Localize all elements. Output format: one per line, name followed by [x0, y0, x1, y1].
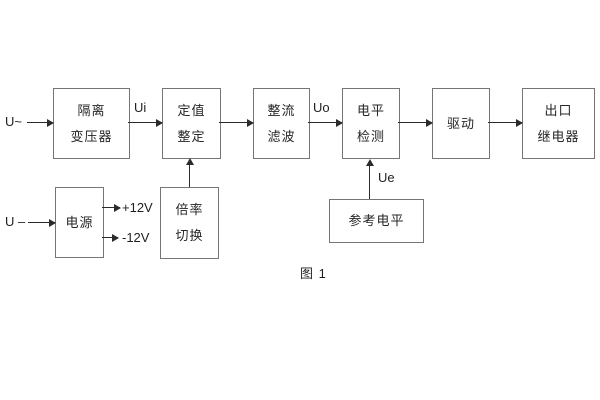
- block-label: 倍率: [175, 202, 204, 217]
- block-drive: 驱动: [432, 88, 490, 159]
- block-label: 变压器: [70, 128, 113, 144]
- block-label: 滤波: [267, 128, 296, 144]
- block-label: 整流: [267, 102, 296, 118]
- arrow-ratio-to-setting: [185, 158, 194, 187]
- signal-u-dc-label: U –: [5, 214, 26, 229]
- block-isolation-transformer: 隔离 变压器: [53, 88, 130, 159]
- signal-u-ac-label: U~: [5, 114, 22, 129]
- arrow-drive-to-relay: [488, 118, 523, 127]
- block-label: 定值: [177, 102, 206, 118]
- block-label: 驱动: [446, 115, 475, 131]
- block-label: 切换: [175, 228, 204, 243]
- block-label: 检测: [356, 128, 385, 144]
- block-label: 参考电平: [348, 213, 405, 228]
- arrow-setting-to-rectifier: [219, 118, 254, 127]
- arrow-power-minus12: [102, 233, 119, 242]
- arrow-reference-to-level: [365, 159, 374, 199]
- arrow-udc-to-power: [28, 218, 56, 227]
- block-value-setting: 定值 整定: [162, 88, 221, 159]
- block-level-detection: 电平 检测: [342, 88, 400, 159]
- block-label: 整定: [177, 128, 206, 144]
- block-label: 电平: [356, 102, 385, 118]
- block-ratio-switch: 倍率 切换: [160, 187, 219, 259]
- arrow-isolation-to-setting: [128, 118, 163, 127]
- signal-plus12-label: +12V: [122, 200, 153, 215]
- block-reference-level: 参考电平: [329, 199, 424, 243]
- signal-ue-label: Ue: [378, 170, 395, 185]
- signal-minus12-label: -12V: [122, 230, 150, 245]
- block-label: 出口: [544, 102, 573, 118]
- block-power-supply: 电源: [55, 187, 104, 258]
- arrow-power-plus12: [102, 203, 121, 212]
- block-rectifier-filter: 整流 滤波: [253, 88, 310, 159]
- arrow-level-to-drive: [398, 118, 433, 127]
- figure-caption: 图 1: [300, 266, 327, 281]
- signal-ui-label: Ui: [134, 100, 147, 115]
- block-output-relay: 出口 继电器: [522, 88, 595, 159]
- block-label: 继电器: [537, 128, 580, 144]
- arrow-uac-to-isolation: [27, 118, 54, 127]
- arrow-rectifier-to-level: [308, 118, 343, 127]
- block-label: 电源: [65, 214, 94, 230]
- block-label: 隔离: [77, 102, 106, 118]
- signal-uo-label: Uo: [313, 100, 330, 115]
